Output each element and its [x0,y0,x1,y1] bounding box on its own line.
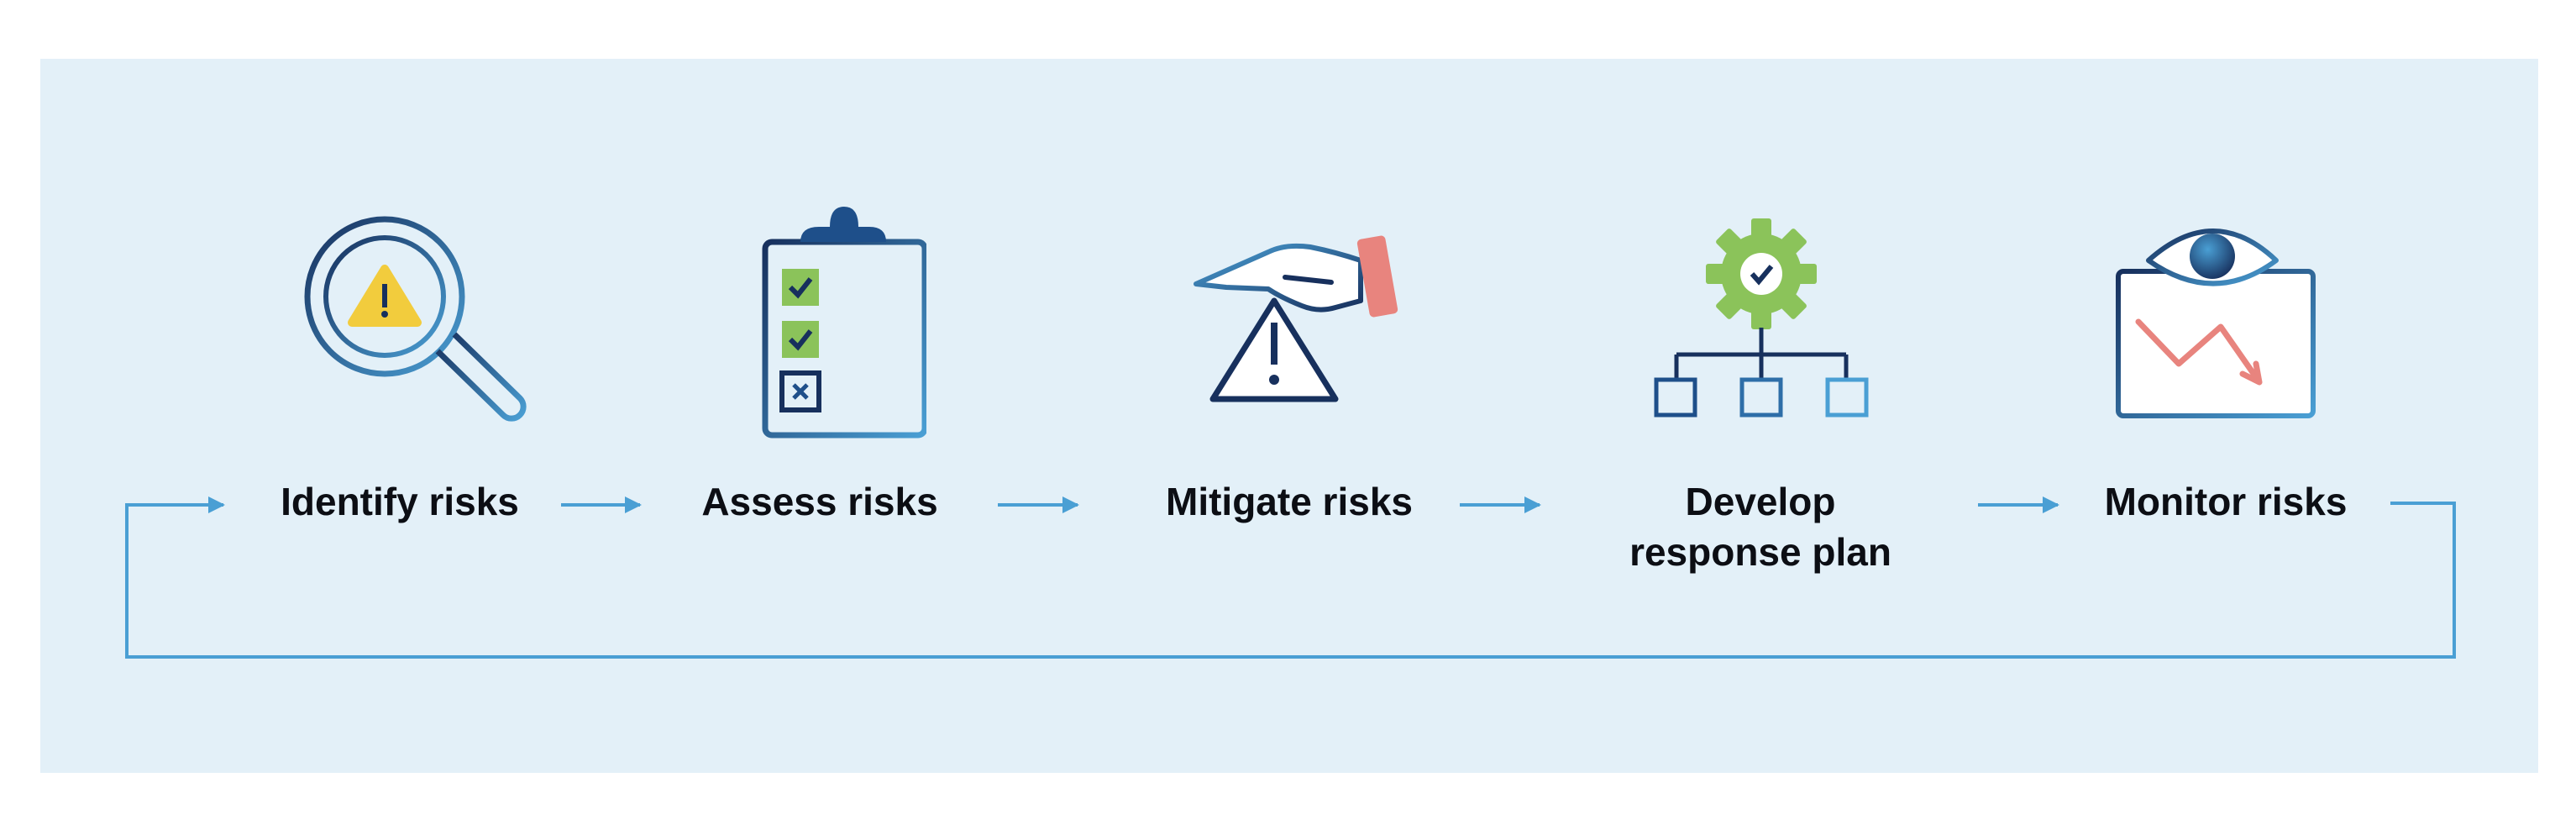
step-label-assess-risks: Assess risks [701,480,938,523]
eye-chart-icon [2116,229,2316,418]
clipboard-checklist-icon [762,207,926,439]
step-label-identify-risks: Identify risks [281,480,519,523]
hand-warning-icon [1194,235,1398,402]
loop-back-connector [125,496,2456,659]
step-label-mitigate-risks: Mitigate risks [1166,480,1413,523]
step-label-develop-response-plan: Develop response plan [1629,480,1891,574]
magnifier-warning-icon [304,216,527,422]
step-label-monitor-risks: Monitor risks [2104,480,2348,523]
gear-org-chart-icon [1654,218,1869,418]
